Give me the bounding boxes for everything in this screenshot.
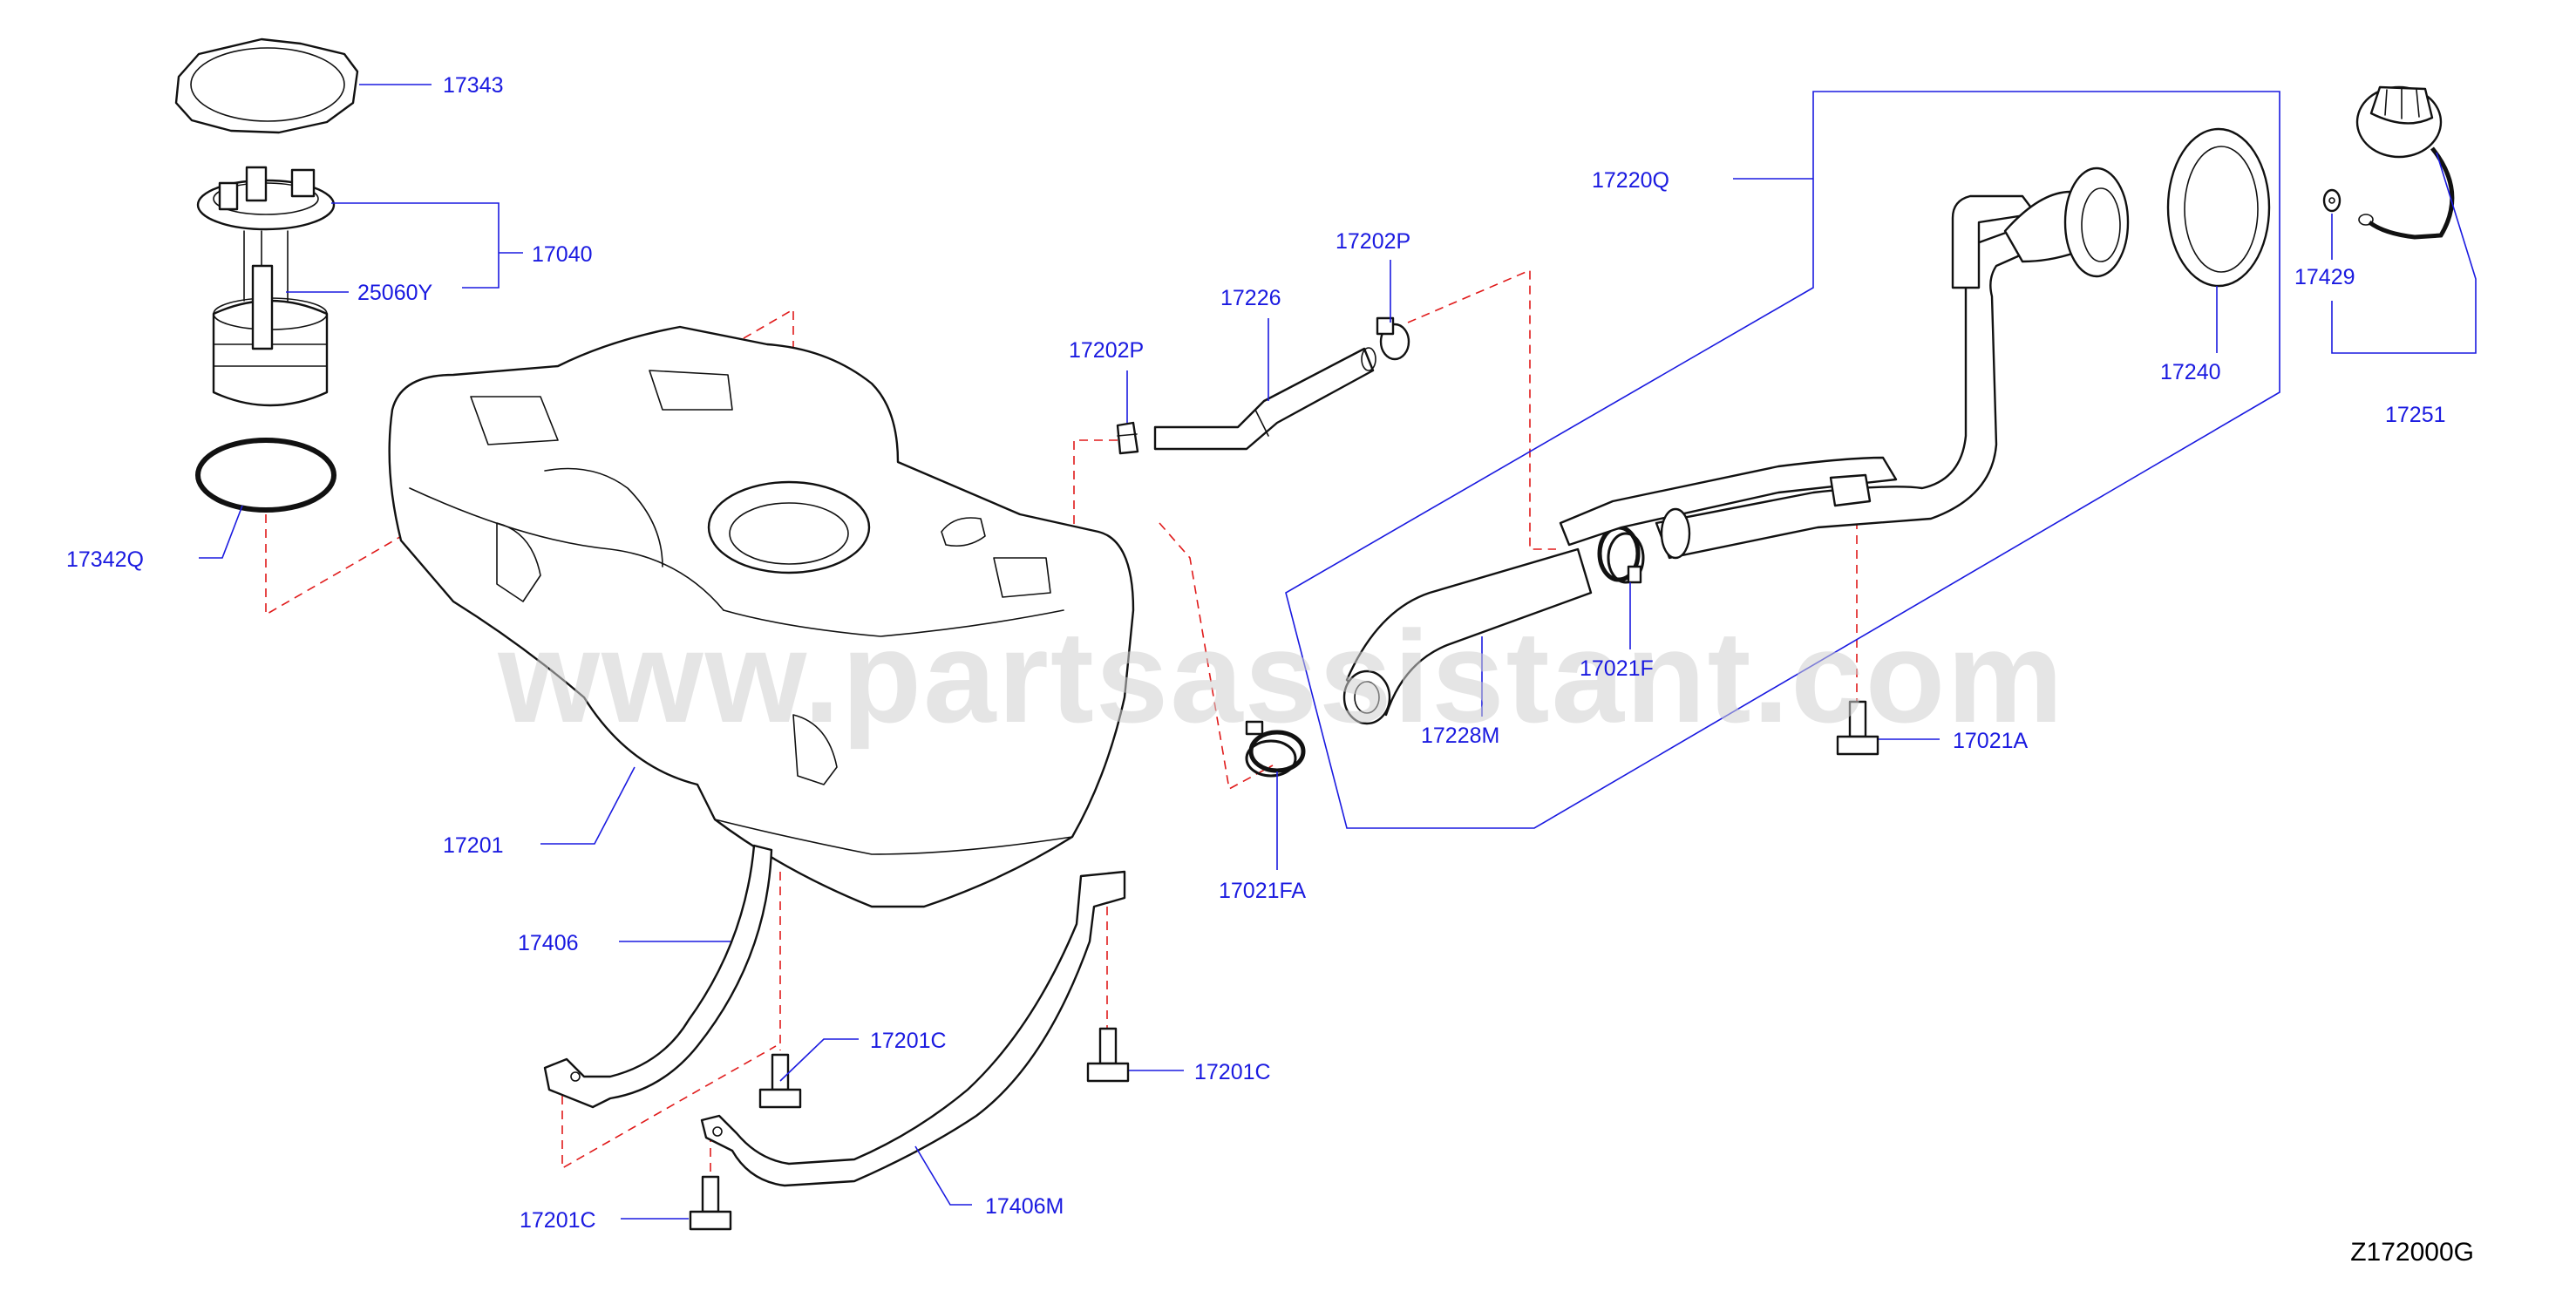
label-17343[interactable]: 17343 xyxy=(443,73,504,98)
label-17406m[interactable]: 17406M xyxy=(985,1194,1064,1219)
bolt-17201c-b xyxy=(1086,1027,1130,1083)
label-25060y[interactable]: 25060Y xyxy=(357,281,433,305)
clip-17429 xyxy=(2322,188,2342,213)
label-17240[interactable]: 17240 xyxy=(2160,360,2221,384)
leader-17040 xyxy=(331,202,500,289)
leader-17251 xyxy=(2331,152,2477,354)
tank-strap-17406 xyxy=(543,844,773,1109)
diagram-code: Z172000G xyxy=(2350,1238,2474,1267)
fuel-tank-17201 xyxy=(388,325,1135,908)
label-17201c-a[interactable]: 17201C xyxy=(870,1029,947,1053)
leader-17201 xyxy=(540,766,636,845)
label-17226[interactable]: 17226 xyxy=(1220,286,1281,310)
retainer-ring-17343 xyxy=(174,37,359,134)
label-17021fa[interactable]: 17021FA xyxy=(1219,879,1306,903)
label-17220q[interactable]: 17220Q xyxy=(1592,168,1669,193)
breather-hose-17226 xyxy=(1153,347,1376,451)
dash-17202p-neck xyxy=(1407,268,1556,550)
bolt-17201c-a xyxy=(758,1053,802,1109)
leader-17342q xyxy=(199,505,243,559)
bolt-17201c-c xyxy=(689,1175,732,1231)
label-17021a[interactable]: 17021A xyxy=(1953,729,2029,753)
clip-17202p-a xyxy=(1116,421,1139,455)
label-17342q[interactable]: 17342Q xyxy=(66,547,144,572)
gasket-17240 xyxy=(2166,127,2271,288)
label-17040[interactable]: 17040 xyxy=(532,242,593,267)
clamp-17021fa xyxy=(1245,720,1306,778)
bolt-17021a xyxy=(1836,700,1879,756)
leader-17406m xyxy=(914,1145,972,1206)
o-ring-17342q xyxy=(195,438,336,513)
label-17228m[interactable]: 17228M xyxy=(1421,724,1499,748)
label-17021f[interactable]: 17021F xyxy=(1580,656,1654,681)
fuel-pump-17040 xyxy=(196,166,336,407)
leader-17201c-a xyxy=(779,1038,859,1082)
label-17406[interactable]: 17406 xyxy=(518,931,579,955)
clamp-17021f xyxy=(1597,525,1645,584)
tank-strap-17406m xyxy=(700,870,1126,1187)
label-17202p-a[interactable]: 17202P xyxy=(1069,338,1144,363)
filler-tube-17220q xyxy=(1559,166,2130,560)
label-17201c-c[interactable]: 17201C xyxy=(520,1208,596,1233)
dash-tank-17021fa xyxy=(1159,522,1274,791)
label-17202p-b[interactable]: 17202P xyxy=(1336,229,1410,254)
label-17201[interactable]: 17201 xyxy=(443,833,504,858)
label-17429[interactable]: 17429 xyxy=(2294,265,2355,289)
part-labels: 17343 17040 25060Y 17342Q 17201 17406 17… xyxy=(66,73,2446,1233)
clip-17202p-b xyxy=(1376,316,1410,361)
leader-lines xyxy=(199,84,2477,1220)
label-17251[interactable]: 17251 xyxy=(2385,403,2446,427)
filler-hose-17228m xyxy=(1342,547,1593,725)
fuel-cap-17251 xyxy=(2355,85,2455,240)
label-17201c-b[interactable]: 17201C xyxy=(1194,1060,1271,1084)
watermark-text: www.partsassistant.com xyxy=(497,603,2064,750)
group-frame-17220q xyxy=(1285,91,2280,829)
